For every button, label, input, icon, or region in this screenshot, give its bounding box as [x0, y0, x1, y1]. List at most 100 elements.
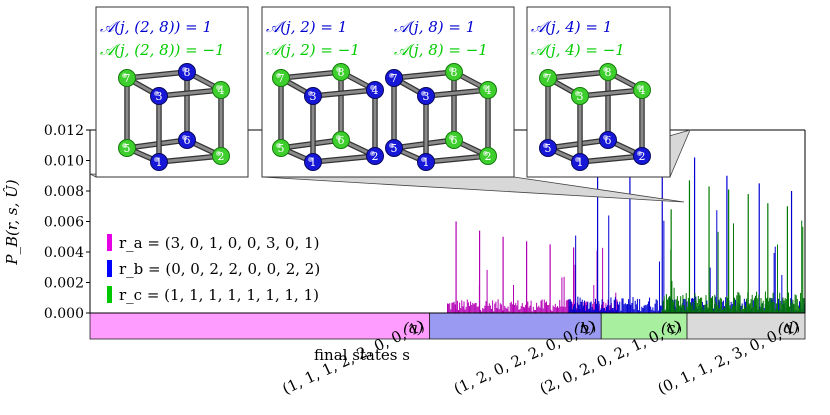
legend-label-2: r_c = (1, 1, 1, 1, 1, 1, 1, 1)	[119, 286, 319, 304]
y-tick-label: 0.002	[44, 276, 84, 292]
cube-node-label: 8	[184, 66, 191, 79]
cube-node-shine	[122, 143, 127, 148]
cube-node-shine	[483, 151, 488, 156]
y-tick-label: 0.004	[44, 245, 84, 261]
cube-node-shine	[389, 73, 394, 78]
cube-node-label: 2	[372, 150, 379, 163]
inset-label: 𝒜(j, 4) = −1	[531, 41, 625, 59]
bars	[447, 152, 805, 313]
inset-1: 𝒜(j, 2) = 1 𝒜(j, 2) = −1 𝒜(j, 8) = 1 𝒜(j, 8…	[261, 6, 685, 203]
cube-node-label: 5	[278, 142, 285, 155]
cube-node-label: 4	[485, 84, 492, 97]
cube-node-label: 4	[639, 84, 646, 97]
cube-node-shine	[336, 135, 341, 140]
cube-node-label: 7	[278, 72, 285, 85]
cube-edge-highlight	[424, 88, 490, 98]
cube-edge-highlight	[311, 154, 377, 164]
y-tick-label: 0.012	[44, 123, 84, 139]
cube-node-label: 1	[423, 156, 430, 169]
cube-node-label: 5	[391, 142, 398, 155]
cube-node-shine	[370, 85, 375, 90]
cube-node-label: 8	[605, 66, 612, 79]
cube-node-shine	[449, 67, 454, 72]
cube-edge-highlight	[578, 88, 644, 98]
cube-node-label: 8	[451, 66, 458, 79]
cube-node-label: 7	[391, 72, 398, 85]
cube-node-label: 6	[451, 134, 458, 147]
inset-label: 𝒜(j, 8) = −1	[394, 41, 488, 59]
cube-node-label: 6	[184, 134, 191, 147]
cube-node-shine	[389, 143, 394, 148]
cube-node-shine	[308, 91, 313, 96]
region-id-label: (a)	[403, 319, 424, 337]
cube-node-shine	[336, 67, 341, 72]
y-tick-label: 0.000	[44, 306, 84, 322]
cube-node-shine	[308, 157, 313, 162]
x-axis-label: final states s	[314, 346, 410, 364]
cube-node-label: 4	[372, 84, 379, 97]
inset-label: 𝒜(j, 8) = 1	[394, 18, 475, 36]
region-2	[600, 312, 688, 340]
cube-edge-highlight	[424, 154, 490, 164]
cube-node-label: 3	[577, 90, 584, 103]
cube-node-shine	[449, 135, 454, 140]
y-tick-label: 0.008	[44, 184, 84, 200]
legend-swatch-1	[107, 260, 112, 277]
cube-node-label: 4	[218, 84, 225, 97]
region-0	[89, 312, 431, 340]
cube-node-shine	[216, 151, 221, 156]
cube-node-shine	[154, 91, 159, 96]
legend-swatch-2	[107, 286, 112, 303]
cube-node-shine	[421, 157, 426, 162]
cube-node-label: 7	[545, 72, 552, 85]
cube-node-shine	[483, 85, 488, 90]
inset-label: 𝒜(j, (2, 8)) = 1	[100, 18, 212, 36]
cube-node-label: 5	[124, 142, 131, 155]
cube-node-shine	[603, 135, 608, 140]
cube-node-label: 2	[639, 150, 646, 163]
cube-node-shine	[637, 85, 642, 90]
legend-label-0: r_a = (3, 0, 1, 0, 0, 3, 0, 1)	[119, 234, 320, 252]
y-axis-label: P_B(r, s, Û)	[3, 179, 21, 265]
inset-label: 𝒜(j, 4) = 1	[531, 18, 612, 36]
cube-node-shine	[421, 91, 426, 96]
cube-node-shine	[575, 157, 580, 162]
series-bars-2	[661, 180, 805, 313]
cube-edge-highlight	[546, 70, 610, 80]
cube-edge-highlight	[311, 88, 377, 98]
inset-label: 𝒜(j, 2) = 1	[266, 18, 347, 36]
cube-node-shine	[182, 67, 187, 72]
cube-node-shine	[543, 73, 548, 78]
cube-edge-highlight	[157, 88, 223, 98]
legend-swatch-0	[107, 234, 112, 251]
cube-node-label: 7	[124, 72, 131, 85]
cube-node-label: 3	[310, 90, 317, 103]
cube-node-label: 6	[605, 134, 612, 147]
cube-node-shine	[603, 67, 608, 72]
legend-label-1: r_b = (0, 0, 2, 2, 0, 0, 2, 2)	[119, 260, 320, 278]
cube-node-shine	[637, 151, 642, 156]
cube-node-label: 3	[423, 90, 430, 103]
cube-node-label: 3	[156, 90, 163, 103]
inset-label: 𝒜(j, (2, 8)) = −1	[100, 41, 225, 59]
cube-node-shine	[154, 157, 159, 162]
cube-node-shine	[182, 135, 187, 140]
final-state-regions: (a)(b)(c)(d)	[89, 312, 806, 340]
cube-node-label: 8	[338, 66, 345, 79]
cube-node-shine	[370, 151, 375, 156]
cube-node-shine	[543, 143, 548, 148]
cube-node-shine	[276, 143, 281, 148]
cube-node-shine	[216, 85, 221, 90]
cube-node-shine	[276, 73, 281, 78]
cube-edge-highlight	[279, 70, 343, 80]
series-bars-0	[447, 221, 619, 313]
cube-edge-highlight	[392, 70, 456, 80]
region-id-label: (d)	[778, 319, 799, 337]
inset-label: 𝒜(j, 2) = −1	[266, 41, 360, 59]
